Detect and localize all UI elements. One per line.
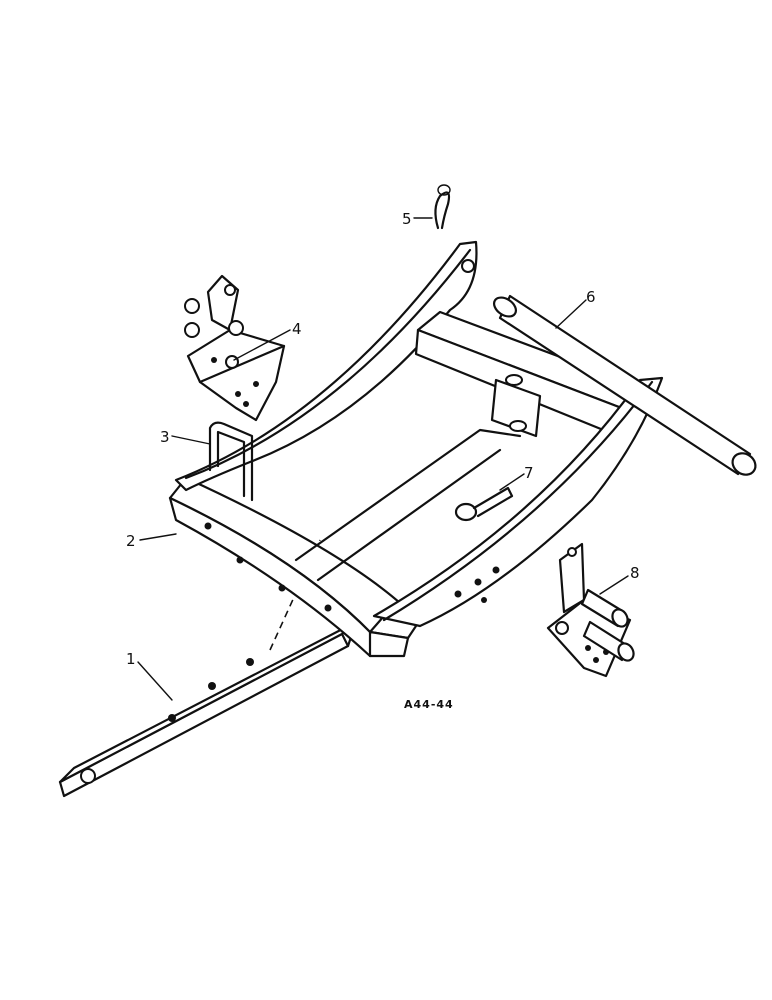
drawing-code: A44-44	[404, 698, 454, 711]
callout-1: 1	[126, 650, 136, 668]
callout-8: 8	[630, 564, 640, 582]
cross-shaft	[492, 294, 757, 476]
pin-bracket-right	[546, 542, 635, 678]
mount-bracket-left	[184, 274, 286, 422]
left-rail	[174, 240, 478, 492]
u-bolt	[208, 421, 254, 502]
hitch-pin	[454, 486, 514, 522]
callout-2: 2	[126, 532, 136, 550]
leader-lines	[137, 217, 629, 701]
callout-5: 5	[402, 210, 412, 228]
callout-7: 7	[524, 464, 534, 482]
callout-6: 6	[586, 288, 596, 306]
swing-frame	[168, 428, 522, 658]
callout-3: 3	[160, 428, 170, 446]
callout-4: 4	[292, 320, 302, 338]
hitch-clip	[434, 184, 451, 230]
cross-member	[414, 310, 656, 442]
